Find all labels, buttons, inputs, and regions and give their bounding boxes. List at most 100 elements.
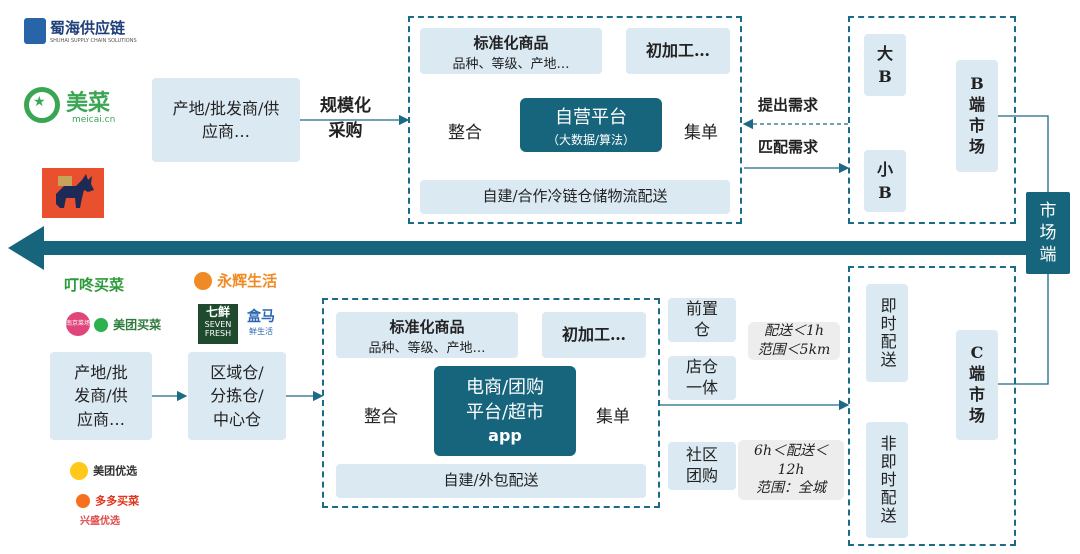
bottom-platform-line3: app <box>488 425 522 445</box>
bottom-warehouse-line1: 区域仓/ <box>210 363 264 383</box>
main-flow-bar <box>40 241 1030 255</box>
bottom-collect-label: 集单 <box>596 407 630 427</box>
c-market-group <box>848 266 1016 546</box>
small-b-line1: 小 <box>876 159 893 179</box>
b-market-line4: 场 <box>968 136 985 156</box>
front-warehouse-box: 前置 仓 <box>668 298 736 342</box>
hema-subtext: 鲜生活 <box>249 327 273 336</box>
bottom-processing-text: 初加工… <box>561 325 626 345</box>
non-instant-delivery-text: 非即时配送 <box>877 435 897 525</box>
donkey-icon <box>56 174 94 208</box>
non-instant-note-line2: 12h <box>777 461 805 478</box>
bottom-integrate-label: 整合 <box>364 407 398 427</box>
shuhai-text: 蜀海供应链 <box>50 19 126 37</box>
nanchang-text: 南京菜场 <box>66 320 91 327</box>
logo-hema: 盒马 鲜生活 <box>244 306 278 337</box>
meicai-star-icon: ★ <box>33 94 46 110</box>
bottom-platform-group <box>322 298 660 508</box>
instant-note-line1: 配送＜1h <box>764 323 824 340</box>
top-platform-sub: （大数据/算法） <box>546 132 636 147</box>
logo-nanchang: 南京菜场 <box>66 312 90 336</box>
top-logistics-box: 自建/合作冷链仓储物流配送 <box>420 180 730 214</box>
logo-meicai: ★ 美菜 meicai.cn <box>24 85 124 131</box>
logo-shuhai: 蜀海供应链 SHUHAI SUPPLY CHAIN SOLUTIONS <box>24 14 137 54</box>
non-instant-delivery-box: 非即时配送 <box>866 422 908 538</box>
big-b-box: 大 B <box>864 34 906 96</box>
c-market-line2: 端 <box>968 364 985 384</box>
small-b-box: 小 B <box>864 150 906 212</box>
c-market-box: C 端 市 场 <box>956 330 998 440</box>
small-b-line2: B <box>878 183 892 202</box>
duoduo-text: 多多买菜 <box>95 494 140 508</box>
submit-demand-label: 提出需求 <box>758 96 819 114</box>
c-market-line1: C <box>970 343 984 363</box>
meicai-icon <box>24 87 60 123</box>
store-warehouse-line2: 一体 <box>685 378 718 397</box>
top-platform-box: 自营平台 （大数据/算法） <box>520 98 662 152</box>
instant-delivery-text: 即时配送 <box>877 297 897 369</box>
match-demand-label: 匹配需求 <box>758 138 819 156</box>
top-platform-title: 自营平台 <box>555 106 627 128</box>
instant-note-line2: 范围＜5km <box>757 342 831 358</box>
non-instant-note-line3: 范围：全城 <box>756 480 826 497</box>
bottom-warehouse-box: 区域仓/ 分拣仓/ 中心仓 <box>188 352 286 440</box>
top-collect-label: 集单 <box>684 123 718 143</box>
market-side-line1: 市 <box>1039 200 1057 221</box>
c-market-line4: 场 <box>968 405 985 425</box>
top-source-text: 产地/批发商/供应商… <box>172 98 280 141</box>
store-warehouse-box: 店仓 一体 <box>668 356 736 400</box>
bottom-source-line3: 应商… <box>76 409 125 429</box>
top-processing-box: 初加工… <box>626 28 730 74</box>
big-b-line1: 大 <box>876 43 893 63</box>
top-procure-label: 规模化 采购 <box>320 94 371 143</box>
shuhai-icon <box>24 18 46 44</box>
bottom-std-goods-title: 标准化商品 <box>389 318 465 336</box>
b-market-line2: 端 <box>968 95 985 115</box>
logo-qixian: 七鲜 SEVEN FRESH <box>198 304 238 344</box>
top-processing-text: 初加工… <box>645 41 710 61</box>
logo-meituan-youxuan: 美团优选 <box>70 460 137 480</box>
top-std-goods-sub: 品种、等级、产地… <box>452 57 570 72</box>
top-procure-line1: 规模化 <box>320 96 371 116</box>
bottom-delivery-text: 自建/外包配送 <box>443 471 539 490</box>
meituan-youxuan-icon <box>70 461 88 480</box>
logo-meituan-maicai: 美团买菜 <box>94 314 161 333</box>
market-side-line2: 场 <box>1039 222 1057 243</box>
meituan-maicai-text: 美团买菜 <box>113 318 162 332</box>
bottom-platform-line2: 平台/超市 <box>465 401 545 423</box>
top-logistics-text: 自建/合作冷链仓储物流配送 <box>482 187 668 206</box>
hema-text: 盒马 <box>247 309 275 325</box>
meituan-maicai-icon <box>94 317 108 332</box>
community-box: 社区 团购 <box>668 442 736 490</box>
qixian-text: 七鲜 <box>205 305 230 319</box>
community-line1: 社区 <box>685 445 718 465</box>
non-instant-note: 6h＜配送＜ 12h 范围：全城 <box>738 440 844 500</box>
non-instant-note-line1: 6h＜配送＜ <box>754 442 828 459</box>
yonghui-icon <box>194 271 212 290</box>
market-side-box: 市 场 端 <box>1026 192 1070 274</box>
b-market-line1: B <box>970 74 984 94</box>
logo-dingdong: 叮咚买菜 <box>64 276 125 294</box>
bottom-platform-line1: 电商/团购 <box>465 376 545 398</box>
bottom-std-goods-box: 标准化商品 品种、等级、产地… <box>336 312 518 358</box>
b-market-line3: 市 <box>968 116 985 135</box>
bottom-warehouse-line2: 分拣仓/ <box>210 386 264 406</box>
logo-yonghui: 永辉生活 <box>194 270 277 291</box>
top-platform-group <box>408 16 742 224</box>
logo-xingsheng: 兴盛优选 <box>80 516 120 527</box>
bottom-source-line2: 发商/供 <box>74 386 128 406</box>
logo-duoduo: 多多买菜 <box>76 490 139 509</box>
meicai-text: 美菜 <box>66 91 111 116</box>
main-flow-arrowhead <box>8 226 44 270</box>
market-side-line3: 端 <box>1039 245 1057 266</box>
top-integrate-label: 整合 <box>448 123 482 143</box>
top-std-goods-title: 标准化商品 <box>473 34 549 52</box>
front-warehouse-line2: 仓 <box>693 320 710 339</box>
bottom-platform-box: 电商/团购 平台/超市 app <box>434 366 576 456</box>
b-market-box: B 端 市 场 <box>956 60 998 172</box>
meicai-subtext: meicai.cn <box>72 115 116 125</box>
top-source-box: 产地/批发商/供应商… <box>152 78 300 162</box>
store-warehouse-line1: 店仓 <box>685 357 718 377</box>
bottom-warehouse-line3: 中心仓 <box>212 409 261 429</box>
